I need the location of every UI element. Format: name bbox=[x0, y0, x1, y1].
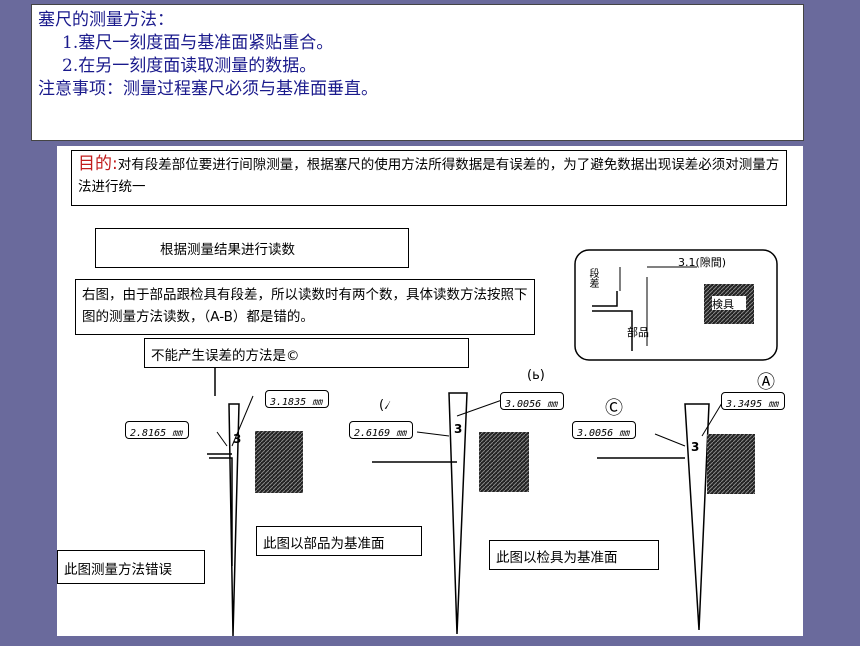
inset-jig-label: 検具 bbox=[712, 298, 734, 311]
correct-method-text: 不能产生误差的方法是© bbox=[151, 348, 300, 364]
left-reading-side: 2.8165 ㎜ bbox=[125, 421, 189, 439]
gauge-left bbox=[207, 346, 303, 636]
right-scale-mark: 3 bbox=[691, 440, 700, 454]
instructions-heading: 塞尺的测量方法： bbox=[38, 10, 174, 30]
instruction-step-1: 1.塞尺一刻度面与基准面紧贴重合。 bbox=[62, 33, 334, 53]
explanation-text: 右图，由于部品跟检具有段差，所以读数时有两个数，具体读数方法按照下图的测量方法读… bbox=[82, 287, 528, 325]
measurement-figure: 目的:对有段差部位要进行间隙测量，根据塞尺的使用方法所得数据是有误差的，为了避免… bbox=[57, 146, 803, 636]
middle-reading-top: 3.0056 ㎜ bbox=[500, 392, 564, 410]
purpose-label: 目的: bbox=[78, 154, 118, 174]
purpose-text: 对有段差部位要进行间隙测量，根据塞尺的使用方法所得数据是有误差的，为了避免数据出… bbox=[78, 157, 780, 195]
gauge-middle bbox=[372, 392, 529, 635]
read-by-result-box: 根据测量结果进行读数 bbox=[95, 228, 409, 268]
inset-diagram bbox=[574, 249, 778, 361]
inset-part-label: 部品 bbox=[627, 326, 649, 339]
left-caption: 此图测量方法错误 bbox=[57, 550, 205, 584]
left-reading-top: 3.1835 ㎜ bbox=[265, 390, 329, 408]
right-reading-top: 3.3495 ㎜ bbox=[721, 392, 785, 410]
middle-scale-mark: 3 bbox=[454, 422, 463, 436]
middle-caption: 此图以部品为基准面 bbox=[256, 526, 422, 556]
middle-reading-side: 2.6169 ㎜ bbox=[349, 421, 413, 439]
right-tag: Ⓐ bbox=[757, 372, 775, 393]
gauge-diagram bbox=[207, 249, 778, 636]
instructions-box: 塞尺的测量方法： 1.塞尺一刻度面与基准面紧贴重合。 2.在另一刻度面读取测量的… bbox=[31, 4, 804, 141]
inset-step-label: 段差 bbox=[587, 268, 598, 288]
right-tag-2: Ⓒ bbox=[605, 398, 623, 419]
right-caption: 此图以检具为基准面 bbox=[489, 540, 659, 570]
inset-gap-label: 3.1(隙間) bbox=[678, 256, 727, 269]
gauge-right bbox=[597, 397, 755, 631]
middle-tag: (ь) bbox=[527, 368, 545, 383]
read-by-result-text: 根据测量结果进行读数 bbox=[160, 242, 295, 258]
correct-method-box: 不能产生误差的方法是© bbox=[144, 338, 469, 368]
left-scale-mark: 3 bbox=[233, 432, 242, 446]
purpose-box: 目的:对有段差部位要进行间隙测量，根据塞尺的使用方法所得数据是有误差的，为了避免… bbox=[71, 150, 787, 206]
middle-tag-2: (৴ bbox=[379, 398, 391, 413]
explanation-box: 右图，由于部品跟检具有段差，所以读数时有两个数，具体读数方法按照下图的测量方法读… bbox=[75, 279, 535, 335]
instructions-note: 注意事项：测量过程塞尺必须与基准面垂直。 bbox=[38, 79, 378, 99]
right-reading-side: 3.0056 ㎜ bbox=[572, 421, 636, 439]
instruction-step-2: 2.在另一刻度面读取测量的数据。 bbox=[62, 56, 317, 76]
